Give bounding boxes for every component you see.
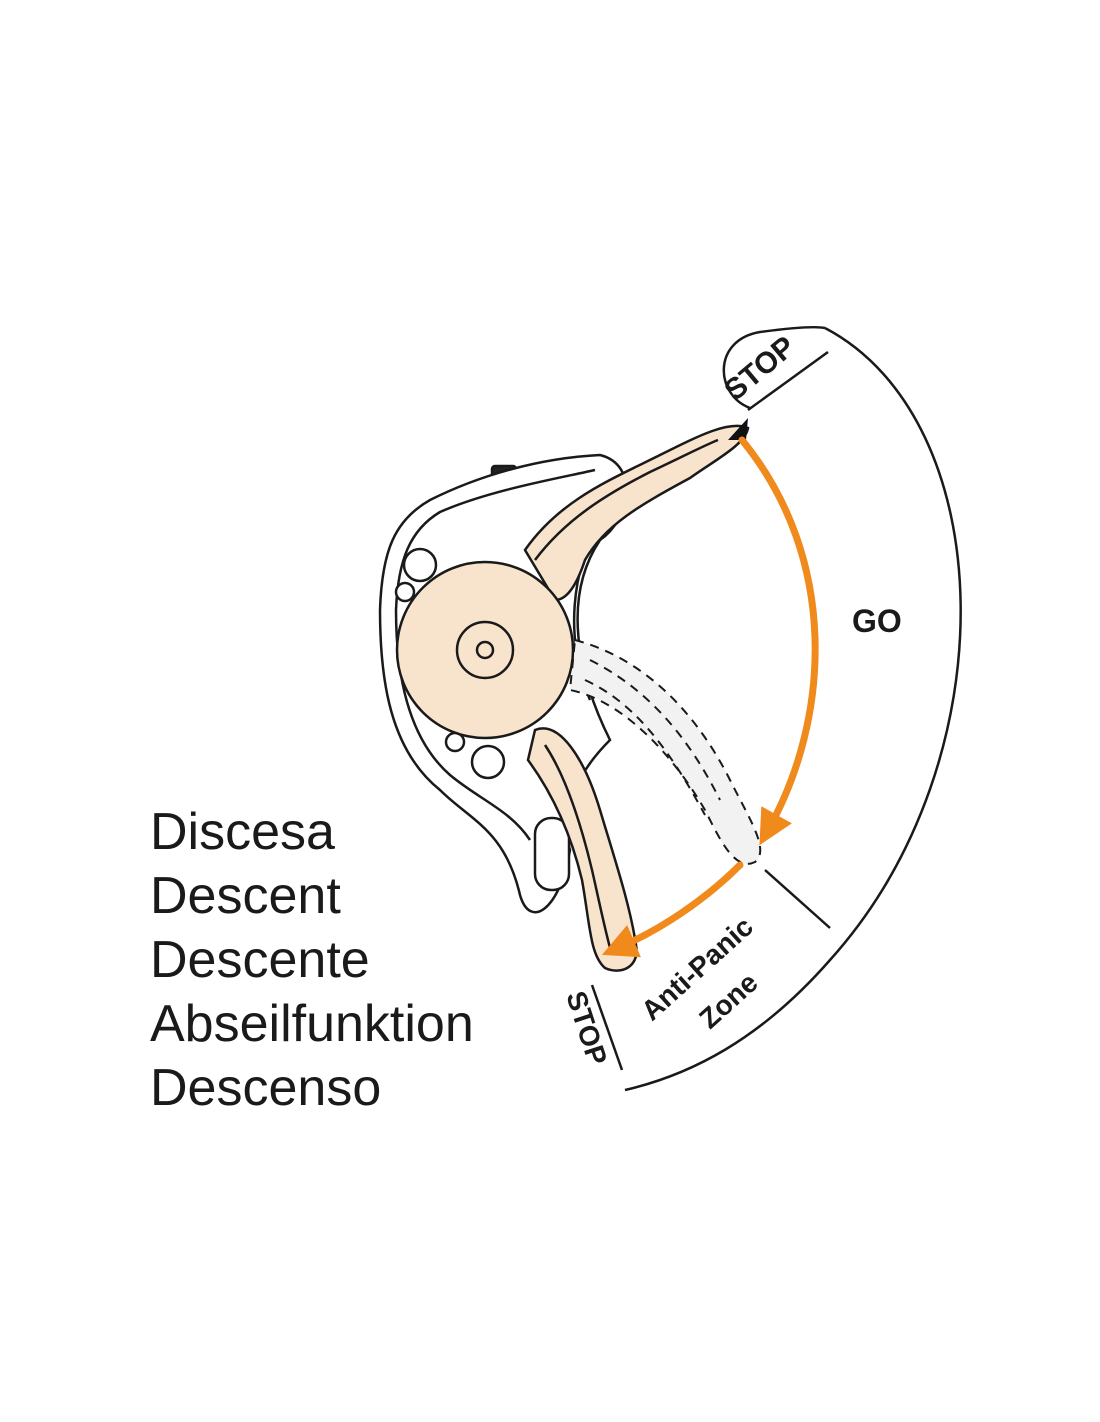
language-list: Discesa Descent Descente Abseilfunktion … xyxy=(150,800,474,1120)
handle-upper-arm xyxy=(523,424,750,602)
device-hole xyxy=(394,581,416,603)
scale-outer-arc xyxy=(624,326,962,1092)
handle-pivot xyxy=(475,640,495,660)
stop-bottom-separator xyxy=(590,984,624,1071)
label-stop-bottom: STOP xyxy=(560,987,613,1069)
anti-panic-separator xyxy=(764,869,831,929)
label-go: GO xyxy=(852,603,902,639)
go-arrow xyxy=(738,436,819,846)
stop-top-separator xyxy=(747,350,829,412)
stop-pointer-icon xyxy=(728,418,748,440)
device-slot xyxy=(533,816,571,892)
anti-panic-arrow xyxy=(601,861,744,958)
ghost-handle xyxy=(568,638,762,865)
language-item: Descente xyxy=(150,931,370,989)
language-item: Abseilfunktion xyxy=(150,995,474,1053)
label-stop-top: STOP xyxy=(718,330,801,407)
handle-upper-arm-groove xyxy=(534,438,719,561)
device-hole xyxy=(470,744,506,780)
language-item: Descenso xyxy=(150,1059,382,1117)
motion-arrows xyxy=(601,436,819,958)
position-scale xyxy=(590,325,962,1092)
language-item: Descent xyxy=(150,867,341,925)
device-plate-inner xyxy=(394,468,596,841)
stop-top-arc xyxy=(722,325,826,410)
device-hole xyxy=(402,547,438,583)
handle xyxy=(395,424,750,972)
handle-lower-arm xyxy=(526,727,638,972)
language-item: Discesa xyxy=(150,803,335,861)
